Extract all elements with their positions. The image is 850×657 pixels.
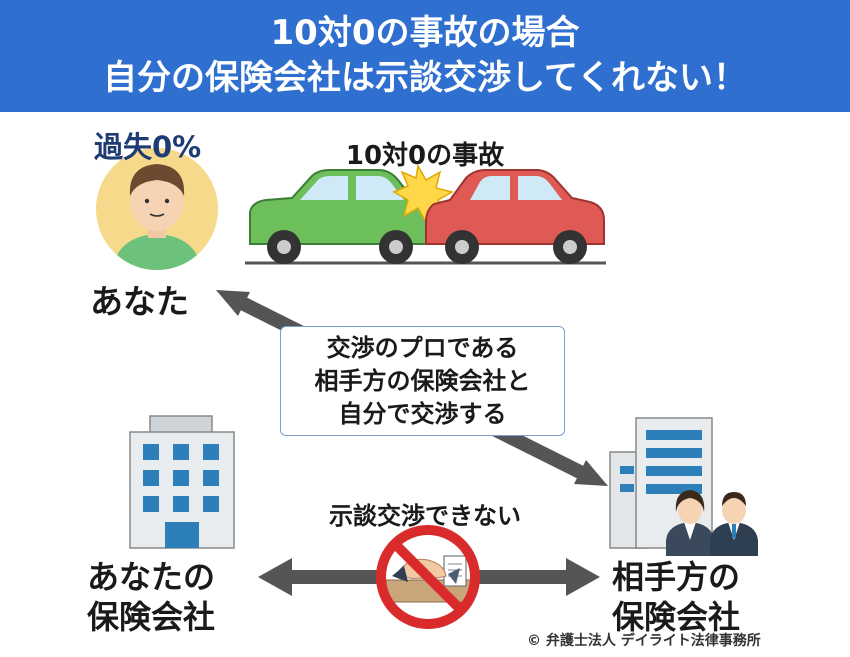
message-line: 自分で交渉する [338, 400, 507, 428]
fault-percentage-label: 過失0% [94, 130, 202, 164]
message-line: 交渉のプロである [326, 334, 519, 362]
copyright-notice: © 弁護士法人 デイライト法律事務所 [527, 633, 761, 649]
your-insurer-label: あなたの 保険会社 [87, 557, 215, 637]
you-label: あなた [90, 282, 189, 321]
their-insurer-label-line: 保険会社 [612, 598, 741, 636]
arrow-head-to-their-insurer-bottom-icon [566, 558, 600, 596]
negotiation-message-box: 交渉のプロである 相手方の保険会社と 自分で交渉する [280, 326, 565, 436]
your-insurer-label-line: あなたの [87, 558, 216, 596]
header-banner: 10対0の事故の場合 自分の保険会社は示談交渉してくれない！ [0, 0, 850, 112]
red-car-icon [425, 169, 605, 264]
header-title-line1: 10対0の事故の場合 [270, 13, 580, 53]
message-line: 相手方の保険会社と [314, 367, 531, 395]
no-settlement-label: 示談交渉できない [329, 502, 521, 530]
no-entry-icon [376, 525, 480, 629]
your-insurer-building-icon [129, 415, 235, 549]
arrow-head-to-their-insurer-icon [574, 460, 608, 486]
insurance-staff-icon [666, 490, 758, 556]
accident-label: 10対0の事故 [345, 141, 505, 171]
their-insurer-label-line: 相手方の [612, 558, 741, 596]
header-title-line2: 自分の保険会社は示談交渉してくれない！ [103, 58, 747, 98]
their-insurer-label: 相手方の 保険会社 [612, 557, 740, 637]
arrow-head-to-your-insurer-icon [258, 558, 292, 596]
person-avatar-icon [96, 148, 218, 270]
your-insurer-label-line: 保険会社 [87, 598, 216, 636]
green-car-icon [249, 169, 435, 264]
arrow-head-to-you-icon [216, 290, 250, 316]
